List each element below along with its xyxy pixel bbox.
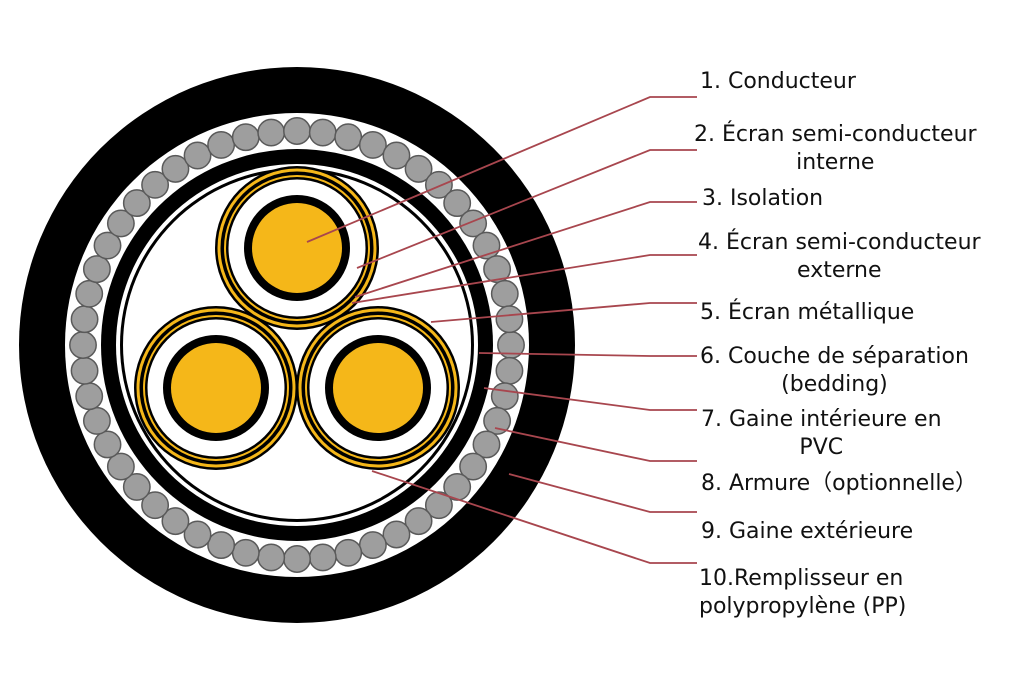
label-gaine-exterieure: 9. Gaine extérieure (701, 519, 914, 544)
armor-layer (69, 117, 525, 573)
armor-wire (308, 543, 337, 572)
armor-wire (161, 154, 190, 183)
label-couche-de-separation: 6. Couche de séparation (bedding) (700, 344, 969, 397)
label-armure: 8. Armure（optionnelle） (701, 471, 977, 496)
conductor (252, 203, 342, 293)
armor-wire (183, 520, 212, 549)
armor-wire (334, 538, 363, 567)
armor-wire (382, 141, 411, 170)
armor-wire (483, 406, 512, 435)
core-1 (215, 166, 379, 330)
armor-wire (122, 189, 151, 218)
armor-wire (257, 118, 286, 147)
armor-wire (93, 231, 122, 260)
label-ecran-semi-conducteur-interne: 2. Écran semi-conducteur interne (694, 122, 977, 175)
armor-wire (75, 279, 104, 308)
label-conducteur: 1. Conducteur (700, 69, 856, 94)
armor-wire (490, 382, 519, 411)
leader-line-4 (351, 254, 697, 304)
armor-wire (106, 452, 135, 481)
leader-line-10 (371, 470, 697, 564)
armor-wire (141, 491, 170, 520)
armor-wire (308, 118, 337, 147)
leader-line-5 (430, 302, 697, 323)
leader-line-8 (494, 427, 697, 462)
armor-wire (404, 154, 433, 183)
armor-wire (161, 507, 190, 536)
armor-wire (382, 520, 411, 549)
core-3 (296, 306, 460, 470)
armor-wire (257, 543, 286, 572)
core-2 (134, 306, 298, 470)
armor-wire (70, 305, 99, 334)
armor-wire (69, 331, 97, 359)
armor-wire (231, 123, 260, 152)
armor-wire (424, 170, 453, 199)
armor-wire (93, 430, 122, 459)
armor-wire (404, 507, 433, 536)
leader-line-2 (356, 149, 697, 269)
armor-wire (424, 491, 453, 520)
armor-wire (82, 406, 111, 435)
armor-wire (495, 305, 524, 334)
label-gaine-interieure: 7. Gaine intérieure en PVC (701, 407, 942, 460)
label-remplisseur: 10.Remplisseur en polypropylène (PP) (699, 566, 907, 619)
armor-wire (122, 472, 151, 501)
conductor (333, 343, 423, 433)
armor-wire (459, 209, 488, 238)
armor-wire (490, 279, 519, 308)
armor-wire (283, 117, 311, 145)
cores (134, 166, 460, 470)
armor-wire (495, 356, 524, 385)
leader-lines (306, 96, 697, 564)
label-ecran-metallique: 5. Écran métallique (700, 300, 915, 325)
armor-wire (82, 255, 111, 284)
armor-wire (70, 356, 99, 385)
leader-line-1 (306, 96, 697, 243)
armor-wire (472, 430, 501, 459)
armor-wire (231, 538, 260, 567)
armor-wire (106, 209, 135, 238)
label-isolation: 3. Isolation (702, 186, 824, 211)
label-ecran-semi-conducteur-externe: 4. Écran semi-conducteur externe (698, 230, 981, 283)
cable-cross-section (19, 67, 575, 623)
leader-line-3 (354, 201, 697, 298)
armor-wire (75, 382, 104, 411)
armor-wire (183, 141, 212, 170)
armor-wire (141, 170, 170, 199)
leader-line-6 (478, 352, 697, 357)
armor-wire (459, 452, 488, 481)
armor-wire (358, 531, 387, 560)
leader-line-9 (508, 473, 697, 513)
leader-line-7 (483, 387, 697, 411)
armor-wire (283, 545, 311, 573)
armor-wire (358, 130, 387, 159)
armor-wire (207, 531, 236, 560)
armor-wire (443, 189, 472, 218)
armor-wire (334, 123, 363, 152)
armor-wire (207, 130, 236, 159)
conductor (171, 343, 261, 433)
